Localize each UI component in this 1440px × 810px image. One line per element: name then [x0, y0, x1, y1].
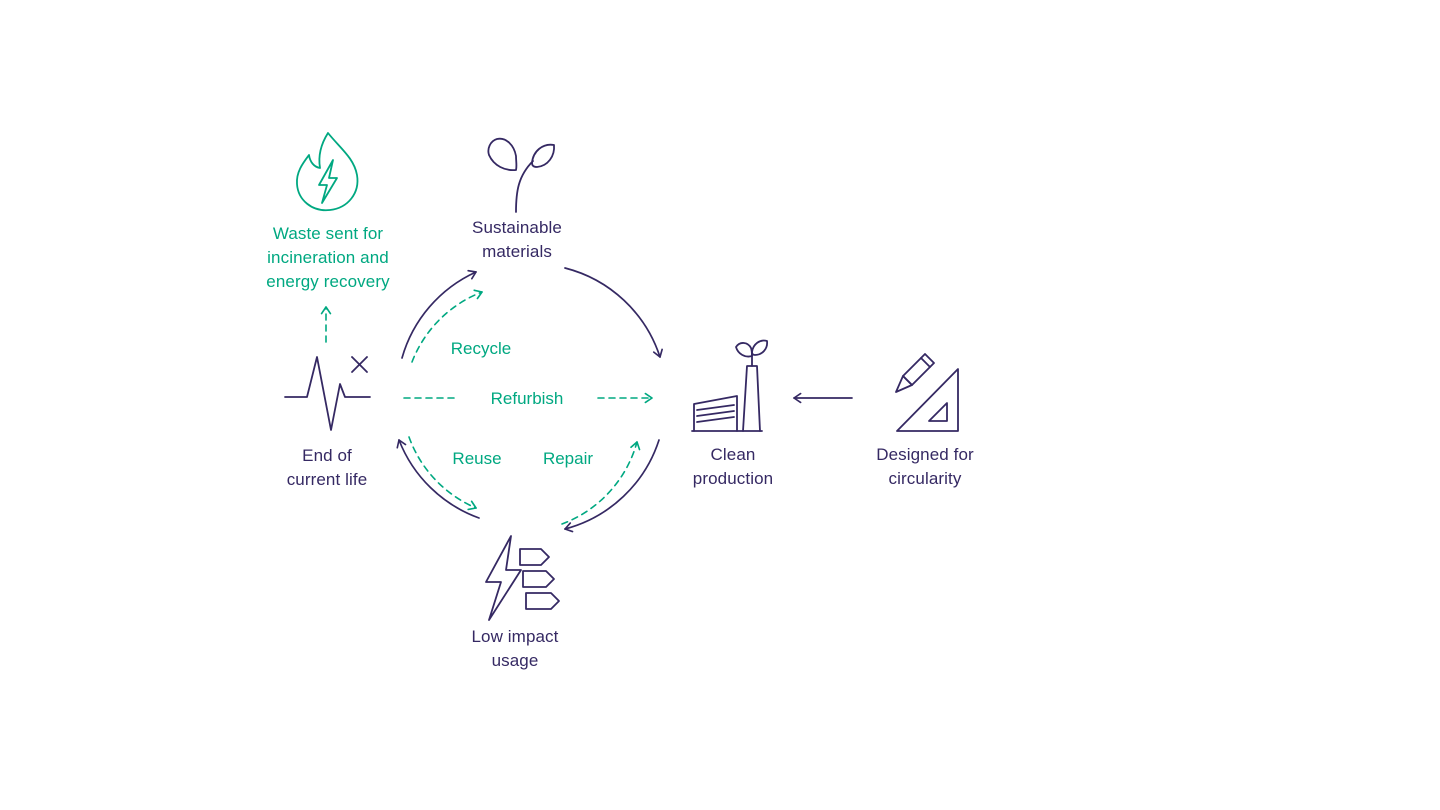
lifecycle-arcs [396, 267, 663, 533]
leaf-sprout-icon [487, 137, 555, 213]
reuse-arrow [408, 436, 477, 511]
low-impact-usage-label: Low impact usage [471, 627, 559, 670]
pencil-set-square-icon [895, 353, 959, 432]
end-of-current-life-label: End of current life [286, 446, 368, 489]
refurbish-label: Refurbish [486, 389, 568, 409]
sustainable-materials-label: Sustainable materials [472, 218, 562, 261]
recycle-arrow [411, 289, 483, 363]
arc-endoflife-to-materials [401, 269, 477, 359]
flatline-pulse-x-icon [284, 356, 371, 431]
designed-for-circularity-label: Designed for circularity [876, 445, 974, 488]
green-flow-arrows [320, 289, 653, 525]
reuse-label: Reuse [448, 449, 506, 469]
repair-label: Repair [538, 449, 598, 469]
arc-materials-to-production [564, 267, 663, 358]
arc-usage-to-endoflife [396, 439, 480, 519]
recycle-label: Recycle [446, 339, 516, 359]
factory-sprout-icon [691, 339, 768, 432]
waste-recovery-label: Waste sent for incineration and energy r… [266, 224, 390, 291]
arc-production-to-usage [564, 439, 660, 533]
lightning-energy-label-icon [485, 535, 560, 621]
clean-production-label: Clean production [692, 445, 774, 488]
flame-lightning-icon [296, 132, 359, 212]
repair-arrow [561, 441, 641, 525]
